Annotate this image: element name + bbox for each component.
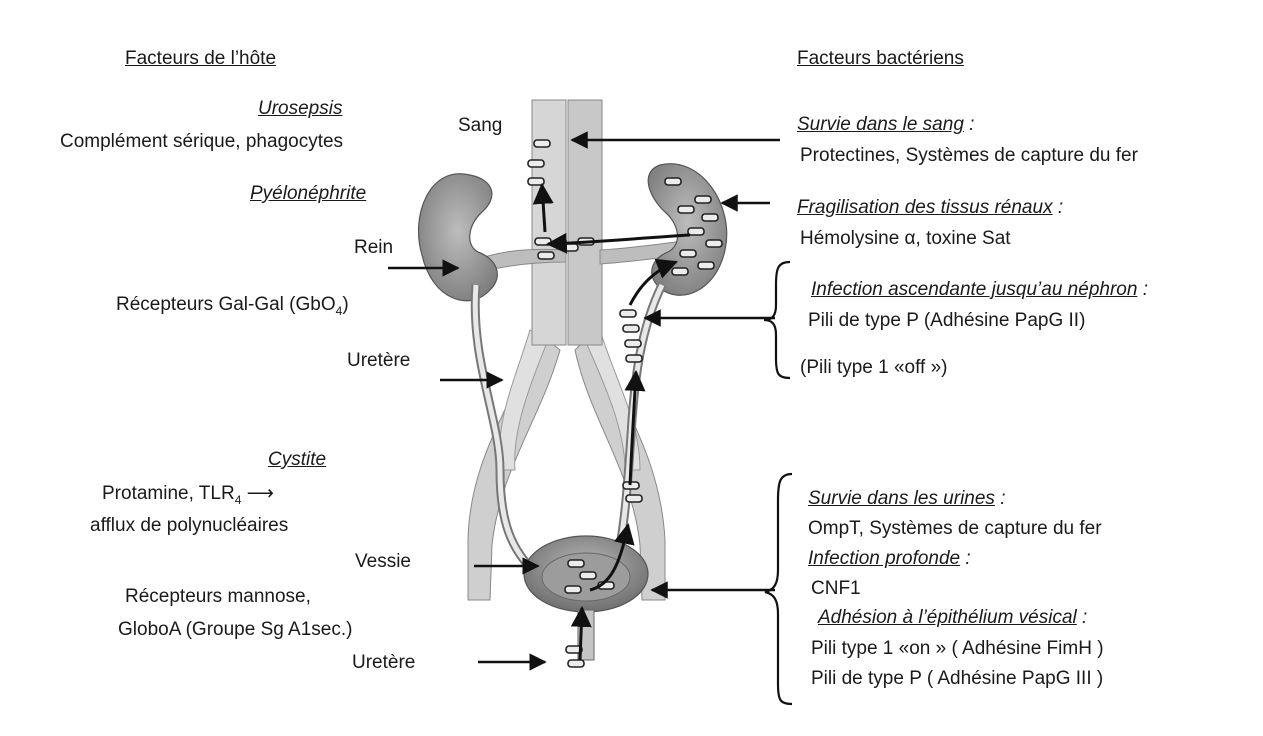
- deep-infection-title-text: Infection profonde: [808, 548, 960, 569]
- adhesion-colon: :: [1077, 607, 1088, 628]
- urosepsis-title: Urosepsis: [258, 98, 342, 120]
- ureter-lower-label: Uretère: [352, 652, 415, 674]
- ascending-infection-title-text: Infection ascendante jusqu’au néphron: [811, 279, 1137, 300]
- gal-gal-receptors: Récepteurs Gal-Gal (GbO4): [116, 294, 349, 322]
- blood-label: Sang: [458, 115, 502, 137]
- ascending-infection-text: Pili de type P (Adhésine PapG II): [808, 310, 1085, 332]
- kidney-damage-text: Hémolysine α, toxine Sat: [800, 228, 1011, 250]
- adhesion-text-1: Pili type 1 «on » ( Adhésine FimH ): [811, 638, 1104, 660]
- kidney-damage-colon: :: [1053, 197, 1064, 218]
- afflux-text: afflux de polynucléaires: [90, 515, 288, 537]
- urine-survival-colon: :: [995, 488, 1006, 509]
- ascending-infection-colon: :: [1137, 279, 1148, 300]
- urine-survival-title: Survie dans les urines :: [808, 488, 1006, 510]
- protamine-tlr-subscript: 4: [235, 493, 242, 507]
- kidney-damage-title: Fragilisation des tissus rénaux :: [797, 197, 1063, 219]
- blood-survival-colon: :: [964, 114, 975, 135]
- left-kidney-shape: [419, 174, 498, 301]
- bladder-label: Vessie: [355, 551, 411, 573]
- kidney-damage-title-text: Fragilisation des tissus rénaux: [797, 197, 1053, 218]
- urine-survival-title-text: Survie dans les urines: [808, 488, 995, 509]
- mannose-receptors-line2: GloboA (Groupe Sg A1sec.): [118, 619, 352, 641]
- deep-infection-text: CNF1: [811, 578, 861, 600]
- protamine-tlr: Protamine, TLR4 ⟶: [102, 483, 274, 511]
- urosepsis-text: Complément sérique, phagocytes: [60, 131, 343, 153]
- deep-infection-title: Infection profonde :: [808, 548, 971, 570]
- protamine-arrow: ⟶: [247, 483, 274, 504]
- pili-off-text: (Pili type 1 «off »): [800, 357, 948, 379]
- pyelonephritis-title: Pyélonéphrite: [250, 183, 366, 205]
- adhesion-title: Adhésion à l’épithélium vésical :: [818, 607, 1087, 629]
- aorta: [532, 100, 566, 345]
- urine-survival-text: OmpT, Systèmes de capture du fer: [808, 518, 1102, 540]
- protamine-tlr-prefix: Protamine, TLR: [102, 483, 235, 504]
- brace-upper: [764, 262, 790, 378]
- bacterial-factors-heading: Facteurs bactériens: [797, 48, 964, 70]
- deep-infection-colon: :: [960, 548, 971, 569]
- ureter-upper-label: Uretère: [347, 350, 410, 372]
- host-factors-heading: Facteurs de l’hôte: [125, 48, 276, 70]
- cystitis-title: Cystite: [268, 449, 326, 471]
- gal-gal-receptors-prefix: Récepteurs Gal-Gal (GbO: [116, 294, 336, 315]
- blood-survival-text: Protectines, Systèmes de capture du fer: [800, 145, 1138, 167]
- vena-cava: [568, 100, 602, 345]
- adhesion-title-text: Adhésion à l’épithélium vésical: [818, 607, 1077, 628]
- mannose-receptors-line1: Récepteurs mannose,: [125, 586, 311, 608]
- ascending-infection-title: Infection ascendante jusqu’au néphron :: [811, 279, 1148, 301]
- blood-survival-title: Survie dans le sang :: [797, 114, 974, 136]
- gal-gal-receptors-suffix: ): [342, 294, 348, 315]
- kidney-label: Rein: [354, 237, 393, 259]
- blood-survival-title-text: Survie dans le sang: [797, 114, 964, 135]
- adhesion-text-2: Pili de type P ( Adhésine PapG III ): [811, 668, 1103, 690]
